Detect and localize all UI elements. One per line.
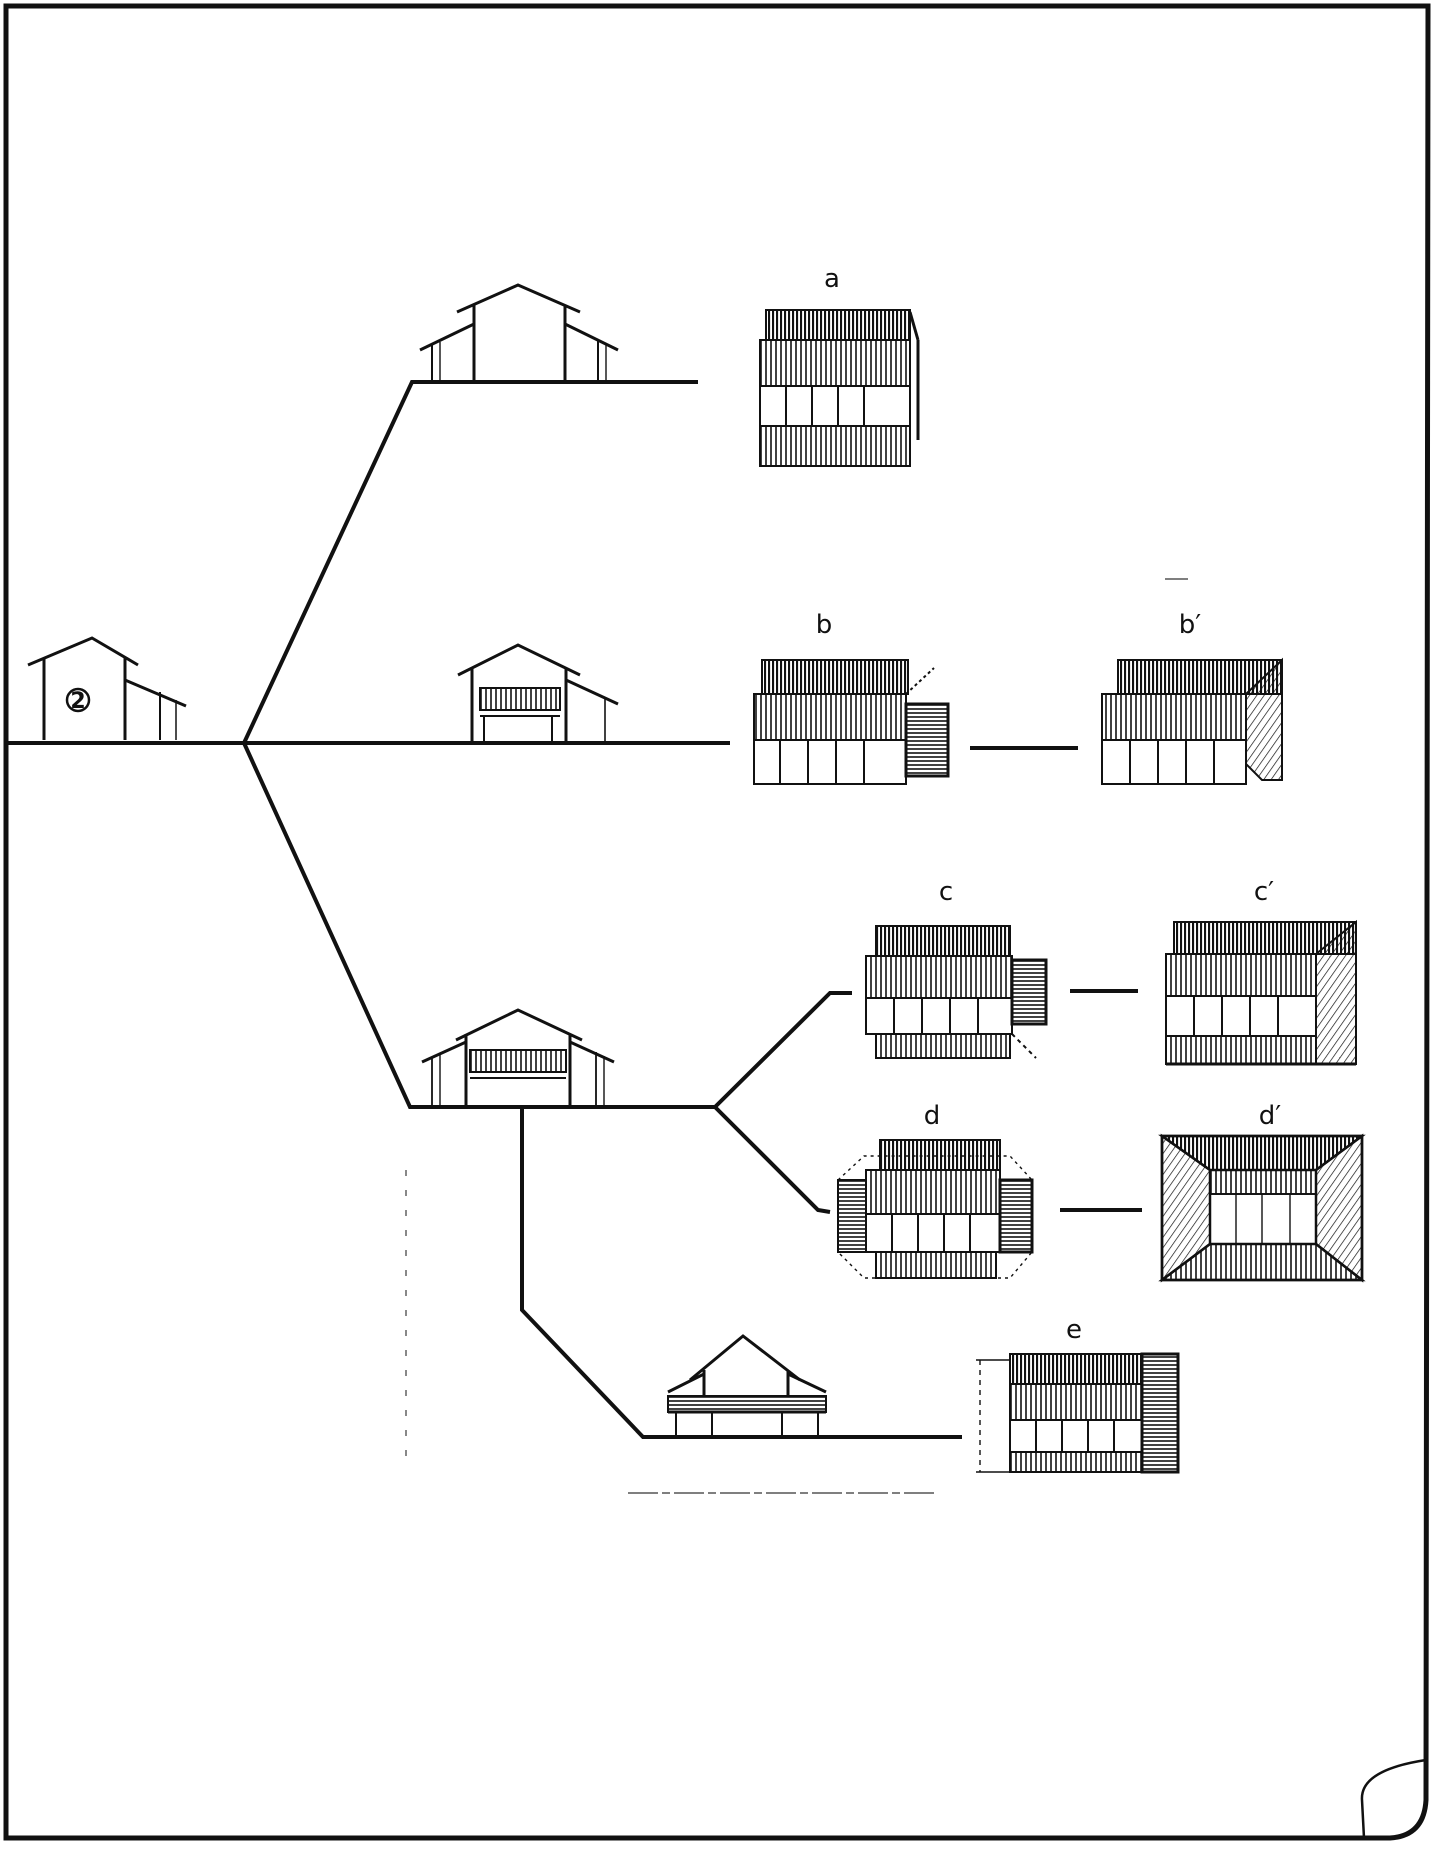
plan-e: [976, 1352, 1180, 1474]
elevation-upper: [419, 283, 619, 382]
variant-label-d-prime: d′: [1259, 1101, 1282, 1131]
plan-d-prime: [1158, 1133, 1366, 1283]
variant-label-e: e: [1066, 1315, 1082, 1345]
plan-b-prime: [1101, 657, 1283, 785]
plan-b: [753, 659, 950, 785]
sheet-border: [3, 3, 1431, 1841]
plan-c: [865, 925, 1048, 1059]
origin-marker: 2: [70, 689, 85, 714]
elevation-bottom: [667, 1334, 827, 1437]
elevation-lower: [421, 1008, 615, 1107]
plan-d: [837, 1139, 1034, 1279]
variant-label-b-prime: b′: [1179, 610, 1202, 640]
plan-a: [759, 309, 920, 467]
variant-label-d: d: [924, 1101, 941, 1131]
tree-connectors: [8, 380, 1142, 1439]
construction-marks: [405, 578, 1188, 1494]
page-curl: [1360, 1758, 1427, 1839]
variant-label-a: a: [824, 264, 840, 294]
elevation-middle: [457, 643, 619, 743]
origin-house: [27, 636, 187, 740]
variant-label-b: b: [816, 610, 833, 640]
variant-label-c-prime: c′: [1254, 877, 1274, 907]
origin-marker-circle: [65, 687, 91, 713]
plan-c-prime: [1165, 919, 1357, 1066]
variant-label-c: c: [939, 877, 953, 907]
